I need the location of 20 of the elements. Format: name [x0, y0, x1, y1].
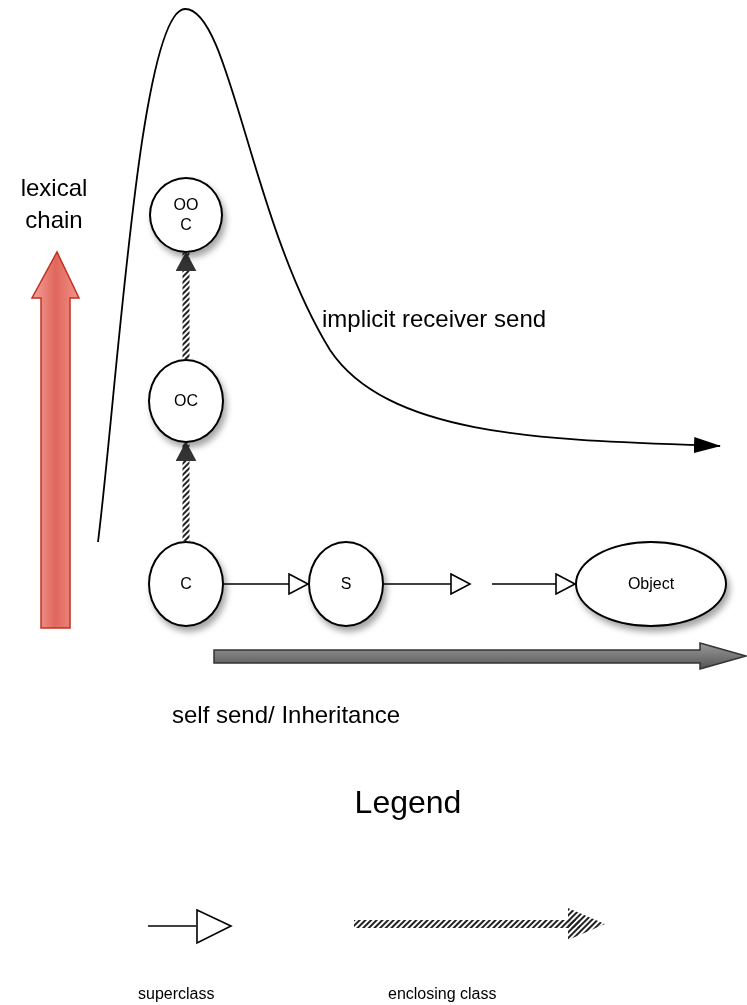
node-label: S: [340, 574, 352, 594]
arrow: [383, 573, 471, 595]
node-label: OC: [174, 391, 198, 411]
annotation-label: implicit receiver send: [322, 304, 547, 334]
annotation-label: self send/ Inheritance: [172, 700, 401, 730]
annotation-label: lexical chain: [19, 173, 89, 235]
arrow: [491, 573, 576, 595]
class-ellipse: [148, 541, 224, 627]
node-label: Object: [627, 574, 675, 594]
class-ellipse: [148, 359, 224, 443]
legend-title: Legend: [353, 783, 463, 822]
node-label: C: [180, 574, 192, 594]
hatched-arrow: [175, 441, 197, 541]
arrow: [223, 573, 309, 595]
class-ellipse: [308, 541, 384, 627]
legend-label: enclosing class: [388, 984, 497, 1004]
hatched-arrow: [175, 251, 197, 359]
class-ellipse: [149, 177, 223, 253]
legend-label: superclass: [138, 984, 215, 1004]
node-label: OOC: [172, 195, 200, 235]
